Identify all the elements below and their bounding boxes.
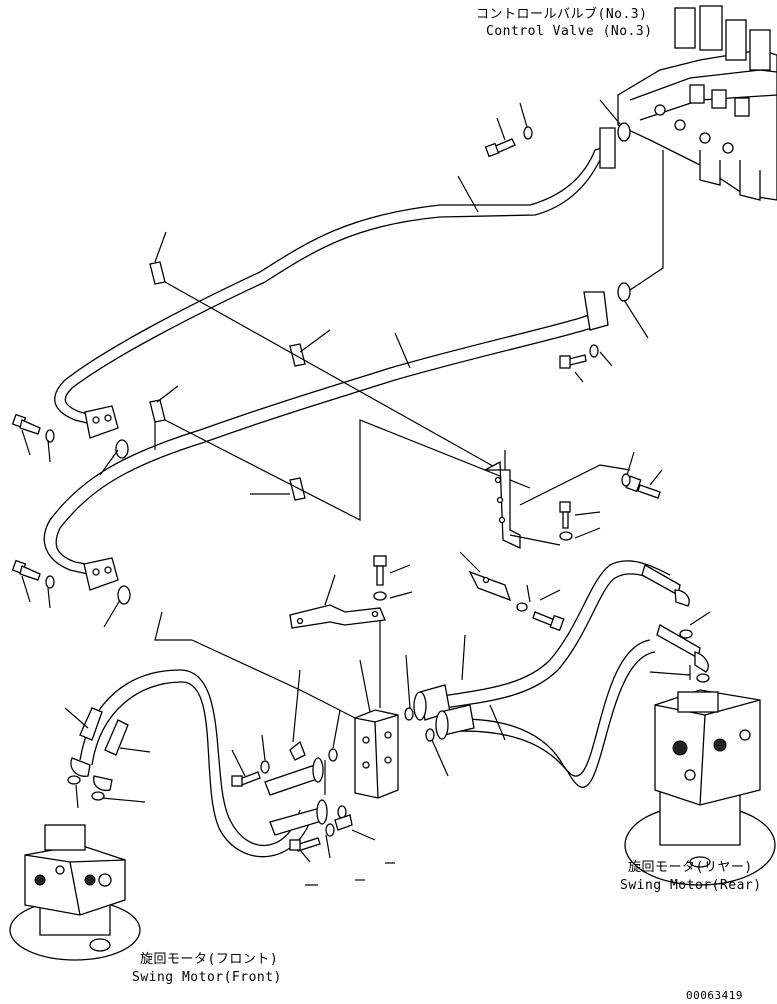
lower-pipe [43,291,609,591]
manifold-block [354,620,399,799]
control-valve [617,5,777,201]
swing-motor-front [9,824,141,961]
hose-right [413,560,690,721]
hose-right-2 [435,611,711,788]
clamp-lower-left [149,385,179,423]
bolt-left-upper [11,413,55,463]
clamp-upper-left [149,231,167,285]
small-hose-fittings [154,611,395,886]
o-ring-valve-lower [617,282,631,302]
swing-motor-rear-label-en: Swing Motor(Rear) [620,878,762,893]
control-valve-label-en: Control Valve (No.3) [486,24,653,39]
bolt-mid-right [559,501,601,541]
bolt-left-lower [11,559,55,609]
swing-motor-rear [624,689,776,886]
drawing-number: 00063419 [686,989,743,1002]
plate [289,574,386,629]
hose-left [64,669,313,858]
swing-motor-rear-label-jp: 旋回モータ(リヤー) [628,860,753,875]
upper-pipe [54,127,616,439]
clamp-upper-mid [289,329,331,367]
swing-motor-front-label-en: Swing Motor(Front) [132,970,282,985]
bolt-upper-flange [484,102,533,158]
swing-motor-front-label-jp: 旋回モータ(フロント) [140,952,279,967]
bracket [484,450,631,550]
o-ring-valve-upper [617,122,631,142]
bolt-right-upper [621,451,663,499]
control-valve-label-jp: コントロールバルブ(No.3) [476,7,648,22]
clamp-lower-mid [250,477,306,501]
small-bracket [459,551,565,632]
bolt-valve-lower [559,344,613,383]
bolt-center [373,555,413,601]
